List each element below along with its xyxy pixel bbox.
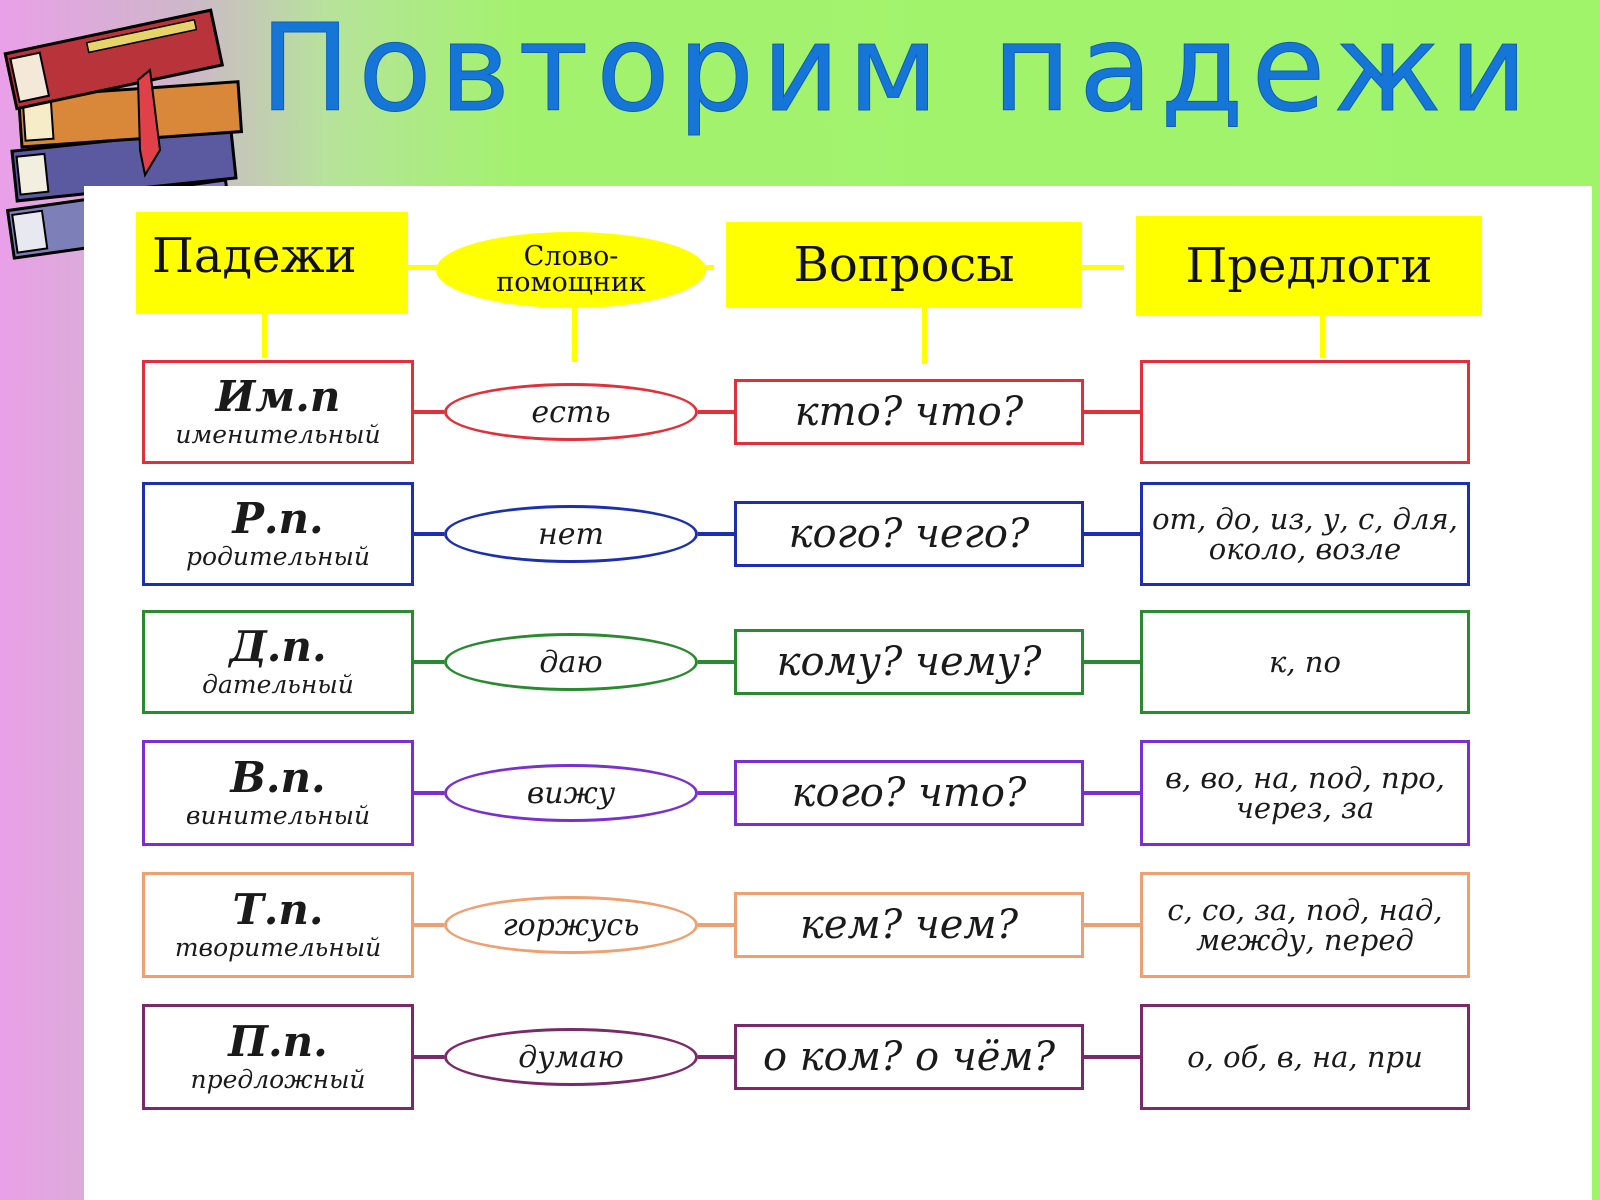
header-connector — [262, 312, 267, 358]
header-helper-line1: Слово- — [523, 241, 619, 272]
question-text: о ком? о чём? — [762, 1034, 1056, 1080]
row-connector — [414, 1055, 444, 1059]
row-connector — [414, 532, 444, 536]
header-connector — [922, 306, 927, 364]
case-name: винительный — [185, 801, 371, 830]
case-abbreviation: П.п. — [228, 1017, 328, 1066]
case-abbreviation: Д.п. — [229, 622, 327, 671]
row-connector — [414, 660, 444, 664]
question-box: кем? чем? — [734, 892, 1084, 958]
prepositions-box: с, со, за, под, над, между, перед — [1140, 872, 1470, 978]
question-box: кого? чего? — [734, 501, 1084, 567]
prepositions-text: в, во, на, под, про, через, за — [1165, 761, 1445, 825]
question-box: кому? чему? — [734, 629, 1084, 695]
question-text: кто? что? — [794, 389, 1024, 435]
question-text: кому? чему? — [776, 639, 1042, 685]
prepositions-text: о, об, в, на, при — [1187, 1040, 1423, 1074]
row-connector — [1084, 923, 1140, 927]
case-abbreviation: Им.п — [215, 372, 341, 421]
row-connector — [1084, 532, 1140, 536]
case-abbreviation: В.п. — [230, 753, 326, 802]
row-connector — [414, 923, 444, 927]
header-questions: Вопросы — [726, 222, 1082, 308]
case-name: предложный — [190, 1065, 366, 1094]
question-text: кого? чего? — [788, 511, 1030, 557]
header-connector — [1064, 265, 1124, 270]
row-connector — [1084, 1055, 1140, 1059]
header-connector — [572, 302, 577, 362]
case-name: родительный — [186, 542, 370, 571]
row-connector — [1084, 791, 1140, 795]
question-box: кто? что? — [734, 379, 1084, 445]
row-connector — [698, 1055, 734, 1059]
row-connector — [414, 791, 444, 795]
helper-word-oval: горжусь — [444, 896, 698, 954]
case-name: дательный — [202, 670, 354, 699]
prepositions-text: к, по — [1269, 645, 1341, 679]
helper-word-oval: нет — [444, 505, 698, 563]
prepositions-box: в, во, на, под, про, через, за — [1140, 740, 1470, 846]
question-box: кого? что? — [734, 760, 1084, 826]
row-connector — [1084, 410, 1140, 414]
case-name: творительный — [174, 933, 382, 962]
row-connector — [698, 532, 734, 536]
case-box: Р.п. родительный — [142, 482, 414, 586]
books-stack-icon — [3, 8, 244, 260]
prepositions-text: с, со, за, под, над, между, перед — [1167, 893, 1443, 957]
row-connector — [698, 660, 734, 664]
header-cases: Падежи — [136, 212, 408, 314]
case-abbreviation: Р.п. — [232, 494, 324, 543]
helper-word-oval: есть — [444, 383, 698, 441]
prepositions-text: от, до, из, у, с, для, около, возле — [1152, 502, 1458, 566]
case-box: Д.п. дательный — [142, 610, 414, 714]
prepositions-box: к, по — [1140, 610, 1470, 714]
case-box: Т.п. творительный — [142, 872, 414, 978]
case-abbreviation: Т.п. — [232, 885, 324, 934]
helper-word-oval: даю — [444, 633, 698, 691]
case-box: Им.п именительный — [142, 360, 414, 464]
row-connector — [698, 791, 734, 795]
row-connector — [698, 410, 734, 414]
header-prepositions: Предлоги — [1136, 216, 1482, 316]
row-connector — [698, 923, 734, 927]
header-helper-line2: помощник — [496, 267, 646, 298]
question-text: кого? что? — [791, 770, 1027, 816]
question-text: кем? чем? — [799, 902, 1019, 948]
row-connector — [414, 410, 444, 414]
header-helper-word: Слово- помощник — [436, 232, 706, 308]
prepositions-box — [1140, 360, 1470, 464]
helper-word-oval: думаю — [444, 1028, 698, 1086]
case-box: В.п. винительный — [142, 740, 414, 846]
case-box: П.п. предложный — [142, 1004, 414, 1110]
question-box: о ком? о чём? — [734, 1024, 1084, 1090]
prepositions-box: от, до, из, у, с, для, около, возле — [1140, 482, 1470, 586]
case-name: именительный — [175, 420, 381, 449]
helper-word-oval: вижу — [444, 764, 698, 822]
prepositions-box: о, об, в, на, при — [1140, 1004, 1470, 1110]
header-connector — [1320, 312, 1325, 358]
row-connector — [1084, 660, 1140, 664]
page-title: Повторим падежи — [259, 0, 1536, 139]
